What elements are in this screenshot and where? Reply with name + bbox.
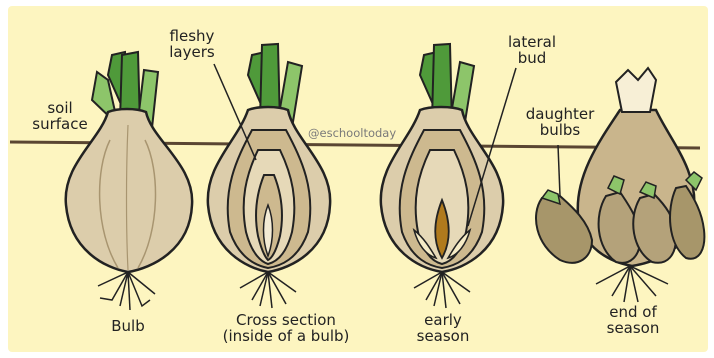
soil-surface-label: soil surface — [24, 100, 96, 132]
bulb-cross-section-icon — [208, 44, 330, 308]
end-of-season-caption: end of season — [598, 304, 668, 336]
bulb-end-of-season-icon — [536, 68, 704, 302]
daughter-bulbs-label: daughter bulbs — [520, 106, 600, 138]
fleshy-layers-label: fleshy layers — [160, 28, 224, 60]
daughter-bulbs-pointer — [558, 145, 560, 196]
bulb-whole-icon — [66, 52, 192, 310]
roots-icon — [98, 272, 155, 310]
bulb-caption: Bulb — [98, 318, 158, 334]
cross-section-caption: Cross section (inside of a bulb) — [196, 312, 376, 344]
early-season-caption: early season — [410, 312, 476, 344]
watermark: @eschooltoday — [308, 126, 396, 140]
lateral-bud-label: lateral bud — [500, 34, 564, 66]
bulb-early-season-icon — [381, 44, 503, 308]
